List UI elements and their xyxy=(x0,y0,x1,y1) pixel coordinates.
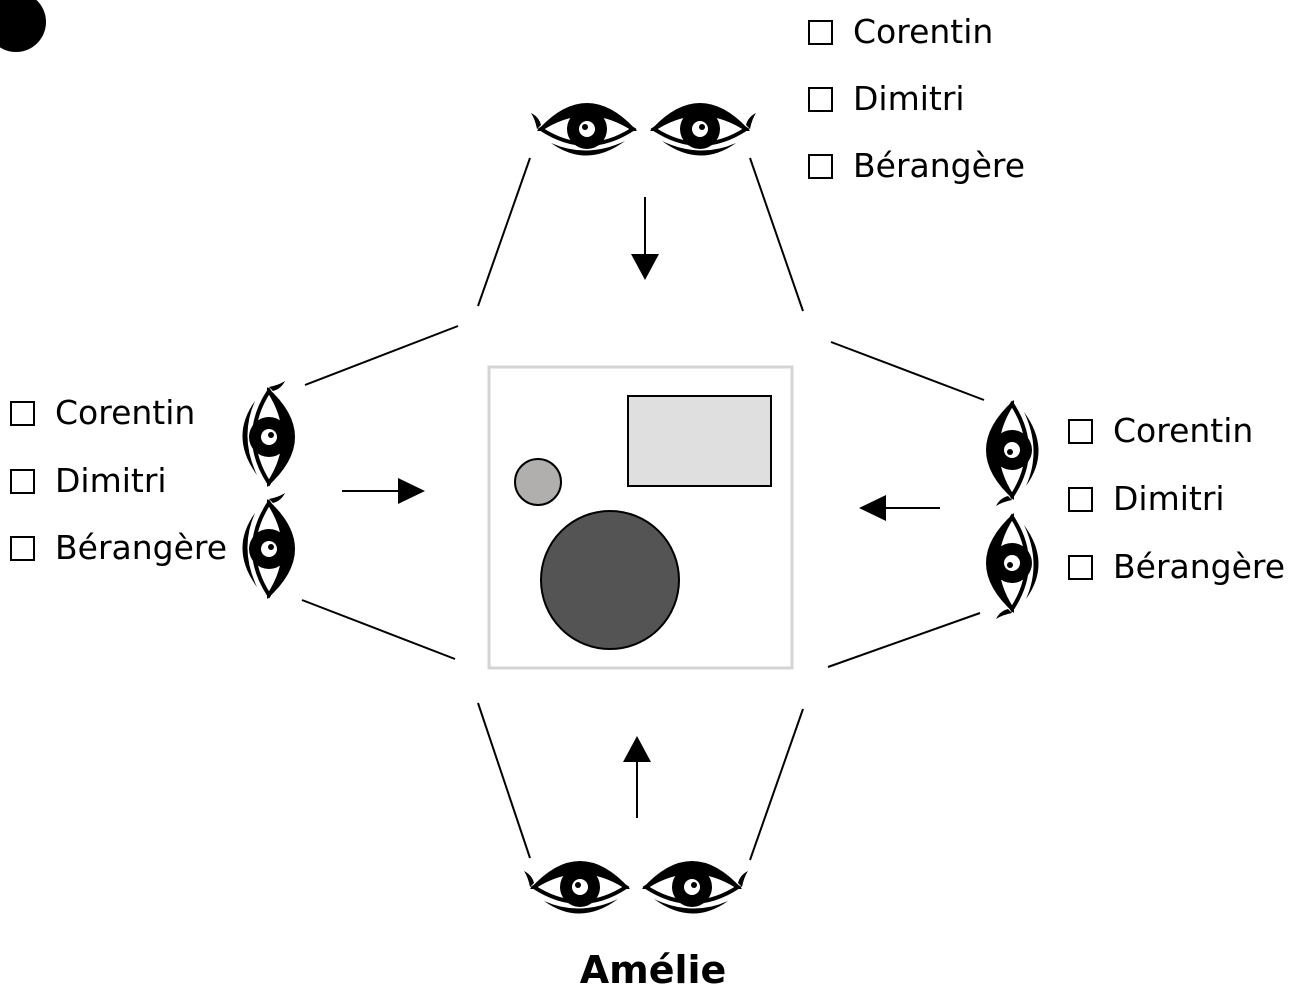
option-label: Bérangère xyxy=(55,528,228,567)
frame-lines xyxy=(301,157,985,861)
scene-small-circle xyxy=(514,458,562,506)
arrow-icon xyxy=(859,495,940,521)
scene-rectangle xyxy=(627,395,772,487)
checkbox-icon[interactable] xyxy=(1068,418,1093,444)
checkbox-icon[interactable] xyxy=(10,535,35,561)
eye-icon xyxy=(984,511,1041,621)
option-label: Corentin xyxy=(1113,411,1254,450)
option-label: Corentin xyxy=(853,12,994,51)
observer-name-bottom: Amélie xyxy=(579,948,727,992)
option-right-berangere[interactable]: Bérangère xyxy=(1068,547,1285,587)
option-right-corentin[interactable]: Corentin xyxy=(1068,411,1253,451)
option-left-dimitri[interactable]: Dimitri xyxy=(10,461,167,501)
checkbox-icon[interactable] xyxy=(1068,486,1093,512)
option-top-berangere[interactable]: Bérangère xyxy=(808,146,1025,186)
arrow-icon xyxy=(342,478,425,504)
option-label: Dimitri xyxy=(1113,479,1225,518)
checkbox-icon[interactable] xyxy=(808,86,833,112)
option-top-dimitri[interactable]: Dimitri xyxy=(808,79,965,119)
scene-frame xyxy=(487,365,794,670)
scene-large-circle xyxy=(540,510,680,650)
eye-icon xyxy=(240,491,297,601)
scene xyxy=(487,365,794,670)
eye-icon xyxy=(522,859,632,916)
option-label: Corentin xyxy=(55,393,196,432)
option-label: Bérangère xyxy=(1113,547,1286,586)
eye-icon xyxy=(984,398,1041,508)
option-label: Bérangère xyxy=(853,146,1026,185)
arrow-icon xyxy=(623,736,651,818)
eye-icon xyxy=(648,101,758,158)
checkbox-icon[interactable] xyxy=(10,400,35,426)
option-left-berangere[interactable]: Bérangère xyxy=(10,528,227,568)
bullet-icon xyxy=(0,0,46,52)
eye-icon xyxy=(529,101,639,158)
option-right-dimitri[interactable]: Dimitri xyxy=(1068,479,1225,519)
option-label: Dimitri xyxy=(55,461,167,500)
checkbox-icon[interactable] xyxy=(10,468,35,494)
checkbox-icon[interactable] xyxy=(808,153,833,179)
eye-icon xyxy=(240,379,297,489)
eye-icon xyxy=(640,859,750,916)
option-label: Dimitri xyxy=(853,79,965,118)
arrow-icon xyxy=(631,197,659,280)
option-left-corentin[interactable]: Corentin xyxy=(10,393,195,433)
checkbox-icon[interactable] xyxy=(1068,554,1093,580)
option-top-corentin[interactable]: Corentin xyxy=(808,12,993,52)
checkbox-icon[interactable] xyxy=(808,19,833,45)
